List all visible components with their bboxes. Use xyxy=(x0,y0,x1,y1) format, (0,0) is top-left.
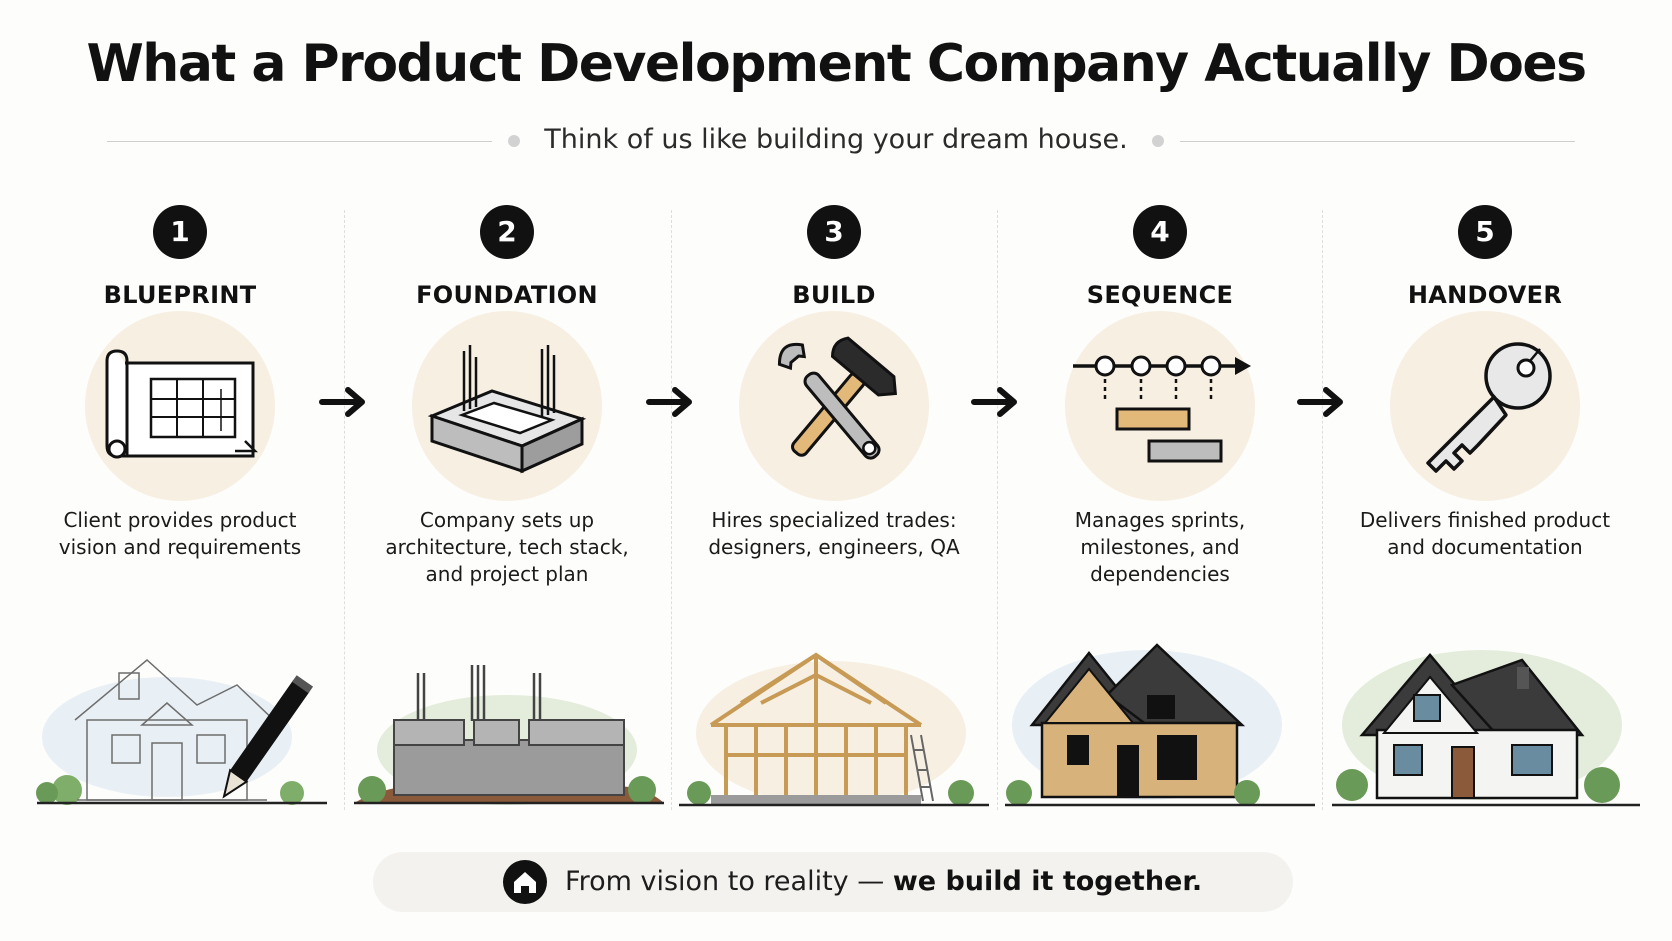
column-divider xyxy=(344,210,345,810)
house-framing-illustration xyxy=(679,652,989,807)
step-title: BLUEPRINT xyxy=(103,281,257,309)
column-divider xyxy=(1322,210,1323,810)
step-description: Manages sprints, milestones, and depende… xyxy=(1074,508,1246,586)
subtitle-right-dot xyxy=(1152,135,1164,147)
hammer-wrench-icon xyxy=(739,311,929,501)
step-number-badge: 2 xyxy=(480,205,534,259)
footer-text-emphasis: we build it together. xyxy=(892,866,1203,897)
step-number-badge: 4 xyxy=(1133,205,1187,259)
house-sketch-illustration xyxy=(36,659,327,805)
key-icon xyxy=(1390,311,1580,501)
subtitle-left-rule xyxy=(107,141,492,142)
step-foundation: 2 FOUNDATION Company sets up architectur… xyxy=(344,205,670,815)
subtitle-left-dot xyxy=(508,135,520,147)
foundation-illustration xyxy=(354,665,664,805)
step-description: Delivers finished product and documentat… xyxy=(1359,508,1611,559)
step-description: Hires specialized trades: designers, eng… xyxy=(708,508,960,559)
footer-text: From vision to reality — we build it tog… xyxy=(565,866,1202,897)
step-title: SEQUENCE xyxy=(1086,281,1234,309)
step-number-badge: 5 xyxy=(1458,205,1512,259)
column-divider xyxy=(671,210,672,810)
step-description: Client provides product vision and requi… xyxy=(58,508,302,559)
arrow-right-icon xyxy=(970,382,1022,422)
subtitle-right-rule xyxy=(1180,141,1575,142)
step-title: FOUNDATION xyxy=(416,281,598,309)
arrow-right-icon xyxy=(318,382,370,422)
footer-banner: From vision to reality — we build it tog… xyxy=(373,852,1293,912)
subtitle-row: Think of us like building your dream hou… xyxy=(0,118,1672,166)
step-title: HANDOVER xyxy=(1407,281,1563,309)
footer-text-main: From vision to reality — xyxy=(565,866,893,897)
step-number-badge: 1 xyxy=(153,205,207,259)
step-blueprint: 1 BLUEPRINT Client provides product visi… xyxy=(17,205,343,815)
step-description: Company sets up architecture, tech stack… xyxy=(385,508,629,586)
finished-house-illustration xyxy=(1332,650,1640,807)
subtitle: Think of us like building your dream hou… xyxy=(544,124,1128,155)
column-divider xyxy=(997,210,998,810)
step-build: 3 BUILD Hires specialized trades: design… xyxy=(671,205,997,815)
step-title: BUILD xyxy=(792,281,876,309)
page-title: What a Product Development Company Actua… xyxy=(86,34,1587,94)
arrow-right-icon xyxy=(1296,382,1348,422)
timeline-icon xyxy=(1065,311,1255,501)
house-sheathing-illustration xyxy=(1005,643,1315,807)
home-icon xyxy=(503,860,547,904)
step-number-badge: 3 xyxy=(807,205,861,259)
step-sequence: 4 SEQUENCE Manages sprints, milestones, … xyxy=(997,205,1323,815)
step-handover: 5 HANDOVER Delivers finished product and… xyxy=(1322,205,1648,815)
arrow-right-icon xyxy=(645,382,697,422)
blueprint-icon xyxy=(85,311,275,501)
foundation-icon xyxy=(412,311,602,501)
